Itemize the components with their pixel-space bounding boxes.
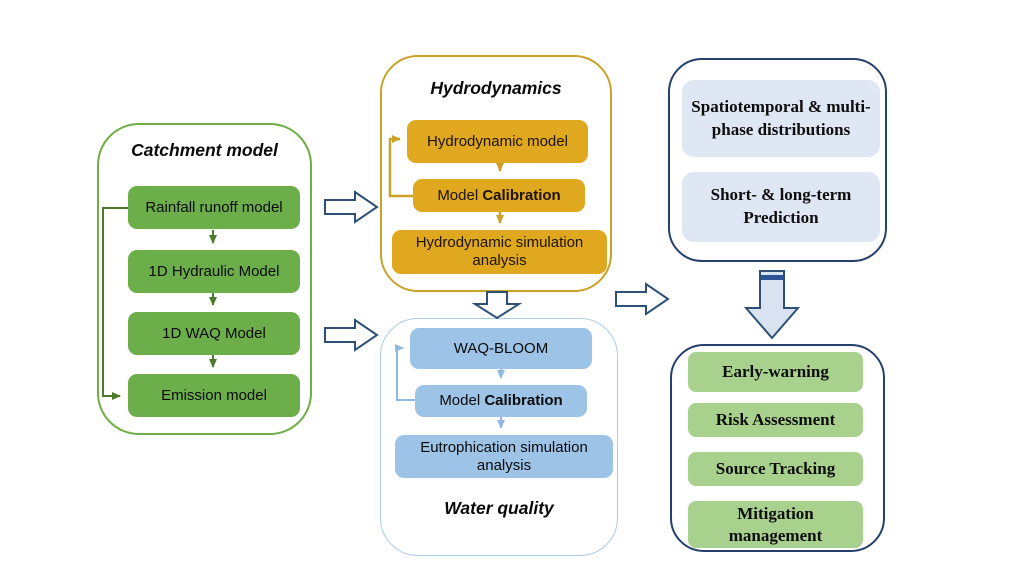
node-risk-assessment: Risk Assessment [688, 403, 863, 437]
node-early-warning: Early-warning [688, 352, 863, 392]
node-hydro-model-calibration: Model Calibration [413, 179, 585, 212]
arrow-models-to-outputs [615, 282, 670, 316]
feedback-calibration-to-hydromodel [388, 135, 414, 198]
node-short-long-term-prediction: Short- & long-term Prediction [682, 172, 880, 242]
water-quality-title: Water quality [444, 498, 554, 518]
arrow-catchment-to-water-quality [324, 318, 379, 352]
arrow-outputs-to-applications [743, 270, 801, 340]
catchment-panel [97, 123, 312, 435]
calibration-label: Model Calibration [439, 392, 563, 409]
outputs-panel [668, 58, 887, 262]
calibration-label: Model Calibration [437, 186, 561, 204]
node-eutrophication-simulation-analysis: Eutrophication simulation analysis [395, 435, 613, 478]
feedback-calibration-to-waqbloom [395, 344, 416, 401]
hydrodynamics-title: Hydrodynamics [430, 78, 562, 98]
node-emission-model: Emission model [128, 374, 300, 417]
node-hydrodynamic-model: Hydrodynamic model [407, 120, 588, 163]
node-mitigation-management: Mitigation management [688, 501, 863, 548]
feedback-rainfall-to-emission [102, 207, 129, 400]
node-hydrodynamic-simulation-analysis: Hydrodynamic simulation analysis [392, 230, 607, 274]
applications-panel [670, 344, 885, 552]
node-source-tracking: Source Tracking [688, 452, 863, 486]
node-1d-hydraulic-model: 1D Hydraulic Model [128, 250, 300, 293]
node-rainfall-runoff-model: Rainfall runoff model [128, 186, 300, 229]
water-quality-panel [380, 318, 618, 556]
arrow-hydrodynamics-to-water-quality [471, 291, 523, 320]
node-spatiotemporal-distributions: Spatiotemporal & multi-phase distributio… [682, 80, 880, 157]
catchment-title: Catchment model [131, 140, 278, 160]
node-wq-model-calibration: Model Calibration [415, 385, 587, 417]
arrow-catchment-to-hydrodynamics [324, 190, 379, 224]
node-waq-bloom: WAQ-BLOOM [410, 328, 592, 369]
node-1d-waq-model: 1D WAQ Model [128, 312, 300, 355]
arrow-stripe-decoration [761, 275, 783, 280]
